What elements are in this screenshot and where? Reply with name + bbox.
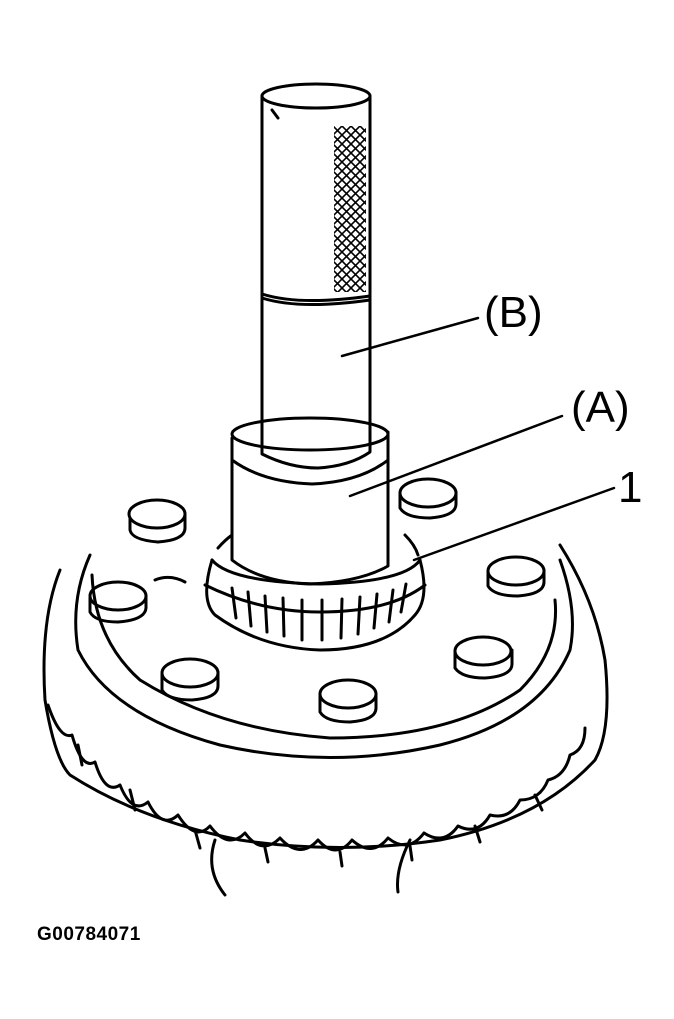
tapered-roller-bearing	[203, 533, 427, 652]
leader-lines	[340, 316, 616, 562]
callout-1-label: 1	[618, 463, 642, 512]
bolt-head	[318, 678, 378, 724]
bolt-head	[398, 477, 458, 520]
leader-line-b	[340, 316, 480, 358]
flange-bolts	[88, 477, 546, 724]
bolt-head	[127, 498, 187, 544]
ring-gear	[42, 543, 609, 897]
callout-b-label: (B)	[484, 288, 543, 337]
callout-a-label: (A)	[571, 383, 630, 432]
figure-id: G00784071	[37, 924, 141, 945]
tool-handle	[260, 82, 372, 470]
bolt-head	[486, 555, 546, 598]
bolt-head	[88, 580, 148, 624]
bearing-installer	[230, 416, 390, 586]
leader-line-a	[348, 414, 564, 498]
bolt-head	[453, 635, 514, 680]
bolt-head	[160, 657, 220, 702]
leader-line-1	[412, 486, 616, 562]
